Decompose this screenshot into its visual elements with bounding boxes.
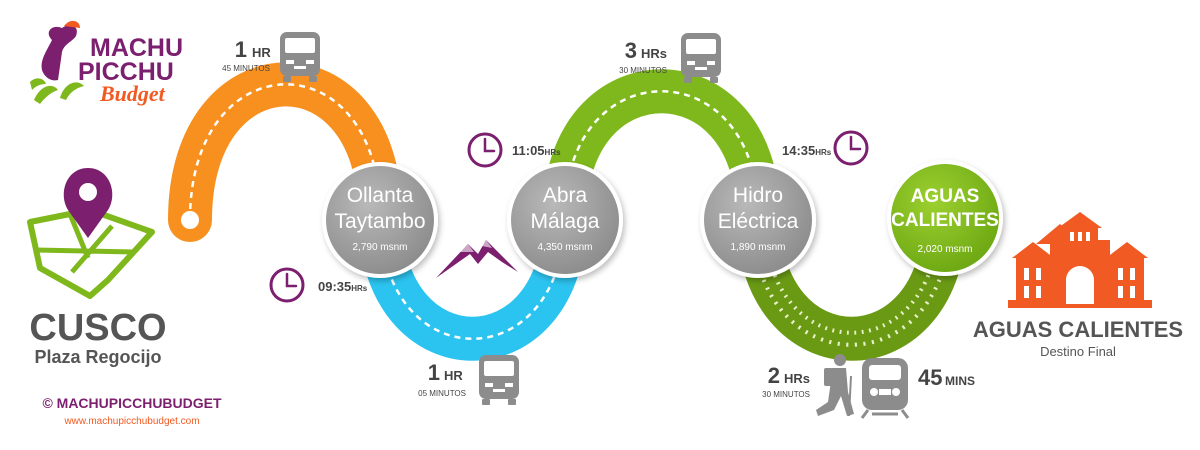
stop-4-line2: CALIENTES	[891, 210, 999, 231]
bus-icon	[280, 32, 320, 82]
leg-3-detail: 30 MINUTOS	[619, 66, 667, 75]
stop-3-line1: Hidro	[733, 184, 783, 207]
leg-1-unit: HR	[252, 45, 271, 60]
brand-line1: MACHU	[90, 34, 183, 62]
stop-2-line2: Málaga	[531, 210, 600, 233]
leg-3-amount: 3	[625, 38, 637, 63]
brand-line2: PICCHU	[78, 58, 174, 86]
leg-1-detail: 45 MINUTOS	[222, 64, 270, 73]
clock-icon	[467, 132, 503, 168]
stop-1-altitude: 2,790 msnm	[352, 242, 407, 253]
clock-icon	[269, 267, 305, 303]
stop-ollantaytambo	[322, 162, 438, 278]
start-dot	[181, 211, 199, 229]
destination-name: AGUAS CALIENTES	[973, 317, 1183, 342]
leg-1-amount: 1	[235, 37, 247, 62]
leg-5-unit: MINS	[945, 374, 975, 388]
stop-1-line1: Ollanta	[347, 184, 414, 207]
origin-city: CUSCO	[29, 307, 166, 349]
copyright: © MACHUPICCHUBUDGET	[42, 395, 222, 411]
brand-line3: Budget	[99, 81, 166, 106]
origin-place: Plaza Regocijo	[34, 347, 161, 367]
leg-4-unit: HRs	[784, 371, 810, 386]
stop-4-altitude: 2,020 msnm	[917, 244, 972, 255]
mountain-icon	[436, 240, 518, 278]
leg-4-detail: 30 MINUTOS	[762, 390, 810, 399]
leg-2-unit: HR	[444, 368, 463, 383]
stop-abra-malaga	[507, 162, 623, 278]
map-pin-icon	[27, 168, 155, 299]
time-3: 14:35HRs	[782, 143, 832, 158]
time-2: 11:05HRs	[512, 143, 561, 158]
brand-figure-icon	[41, 25, 77, 81]
leg-3-unit: HRs	[641, 46, 667, 61]
church-details	[1024, 232, 1135, 304]
website: www.machupicchubudget.com	[63, 416, 199, 427]
hiker-icon	[816, 354, 854, 416]
stop-3-line2: Eléctrica	[718, 210, 799, 233]
stop-2-altitude: 4,350 msnm	[537, 242, 592, 253]
leg-2-detail: 05 MINUTOS	[418, 389, 466, 398]
stop-1-line2: Taytambo	[334, 210, 425, 233]
leg-4-amount: 2	[768, 363, 780, 388]
stop-2-line1: Abra	[543, 184, 588, 207]
destination-subtitle: Destino Final	[1040, 344, 1116, 359]
leg-2-amount: 1	[428, 360, 440, 385]
stop-hidroelectrica	[700, 162, 816, 278]
clock-icon	[833, 130, 869, 166]
leg-5-amount: 45	[918, 365, 942, 390]
bus-icon	[479, 355, 519, 405]
train-icon	[860, 358, 910, 419]
stop-4-line1: AGUAS	[911, 186, 980, 207]
stop-aguas-calientes	[887, 160, 1003, 276]
bus-icon	[681, 33, 721, 83]
brand-leaves-icon	[30, 78, 84, 104]
brand-logo: MACHU PICCHU Budget	[30, 20, 183, 106]
stop-3-altitude: 1,890 msnm	[730, 242, 785, 253]
time-1: 09:35HRs	[318, 279, 368, 294]
